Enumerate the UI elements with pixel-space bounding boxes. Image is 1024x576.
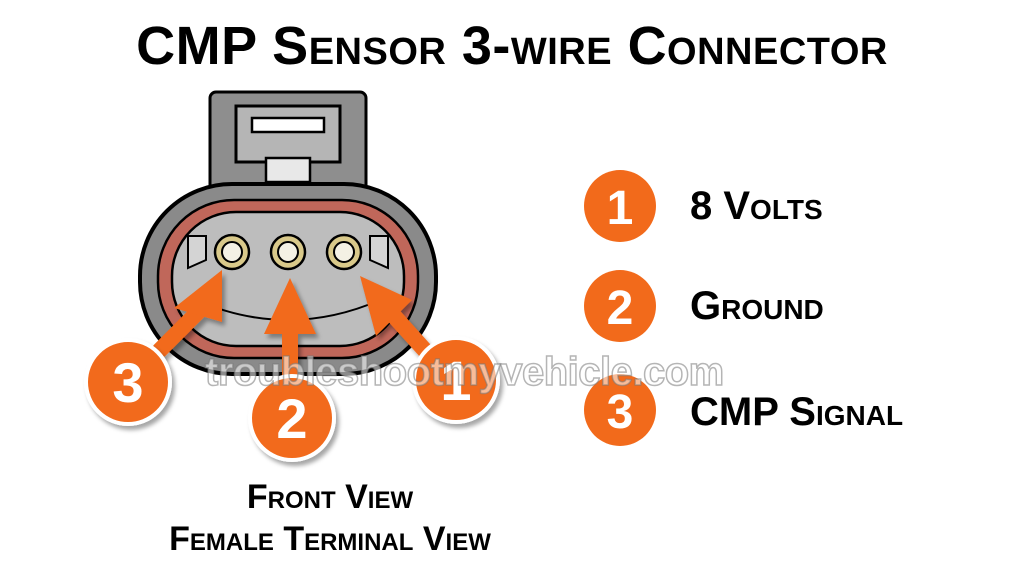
badge-3-number: 3 [112,351,143,414]
legend-badge-3: 3 [584,374,656,446]
badge-2-number: 2 [276,387,307,450]
pin-1 [325,233,363,271]
badge-3: 3 [84,338,172,426]
arrow-3 [152,270,222,358]
badge-2: 2 [248,374,336,462]
legend-badge-2: 2 [584,270,656,342]
caption-front-view: Front View [246,478,414,516]
caption-terminal-view: Female Terminal View [169,520,491,558]
pin-2 [269,233,307,271]
arrow-1 [360,276,438,364]
legend-label-1: 8 Volts [690,184,823,228]
badge-1: 1 [412,336,500,424]
legend-badge-1: 1 [584,170,656,242]
legend-label-2: Ground [690,284,824,328]
arrow-2 [264,278,316,384]
badge-1-number: 1 [440,349,471,412]
legend-number-3: 3 [607,386,634,439]
legend-number-1: 1 [607,182,634,235]
connector-latch [208,90,368,204]
pin-3 [213,233,251,271]
diagram-title: CMP Sensor 3-wire Connector [136,16,888,76]
legend-number-2: 2 [607,282,634,335]
legend-label-3: CMP Signal [690,390,904,434]
